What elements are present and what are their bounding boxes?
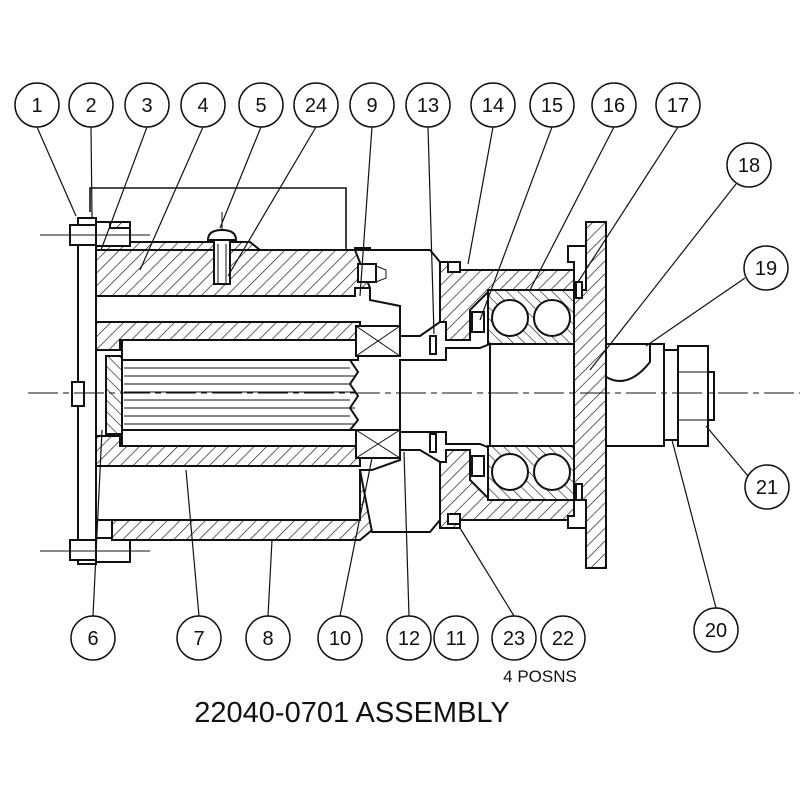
- callout-2: 2: [68, 82, 114, 128]
- callout-1: 1: [14, 82, 60, 128]
- callout-label: 21: [756, 477, 778, 499]
- callout-circle: [176, 615, 222, 661]
- callout-circle: [238, 82, 284, 128]
- callout-label: 20: [705, 620, 727, 642]
- callout-circle: [744, 464, 790, 510]
- callout-20: 20: [693, 607, 739, 653]
- callout-14: 14: [470, 82, 516, 128]
- callout-21: 21: [744, 464, 790, 510]
- callout-label: 5: [255, 95, 266, 117]
- callout-circle: [726, 142, 772, 188]
- spline-lines: [124, 367, 355, 425]
- callout-7: 7: [176, 615, 222, 661]
- callout-label: 17: [667, 95, 689, 117]
- callout-circle: [743, 245, 789, 291]
- callout-4: 4: [180, 82, 226, 128]
- callout-label: 14: [482, 95, 504, 117]
- callout-circle: [349, 82, 395, 128]
- callout-8: 8: [245, 615, 291, 661]
- callout-circle: [14, 82, 60, 128]
- callout-label: 7: [193, 628, 204, 650]
- callout-label: 10: [329, 628, 351, 650]
- pump-body: [40, 187, 715, 569]
- callout-9: 9: [349, 82, 395, 128]
- callout-11: 11: [433, 615, 479, 661]
- callout-label: 22: [552, 628, 574, 650]
- callout-23: 23: [491, 615, 537, 661]
- callout-label: 13: [417, 95, 439, 117]
- callout-circle: [317, 615, 363, 661]
- callout-13: 13: [405, 82, 451, 128]
- callout-circle: [293, 82, 339, 128]
- drawing-title: 22040-0701 ASSEMBLY: [194, 697, 509, 729]
- callout-label: 6: [87, 628, 98, 650]
- callout-label: 8: [262, 628, 273, 650]
- callout-6: 6: [70, 615, 116, 661]
- callout-circle: [68, 82, 114, 128]
- callout-label: 23: [503, 628, 525, 650]
- callout-circle: [70, 615, 116, 661]
- callout-label: 1: [31, 95, 42, 117]
- callout-17: 17: [655, 82, 701, 128]
- callout-19: 19: [743, 245, 789, 291]
- callout-3: 3: [124, 82, 170, 128]
- callout-label: 16: [603, 95, 625, 117]
- callout-22: 22: [540, 615, 586, 661]
- callout-circle: [540, 615, 586, 661]
- callout-label: 3: [141, 95, 152, 117]
- callout-18: 18: [726, 142, 772, 188]
- callout-circle: [693, 607, 739, 653]
- callout-10: 10: [317, 615, 363, 661]
- callout-circle: [386, 615, 432, 661]
- callout-circle: [655, 82, 701, 128]
- callout-label: 11: [446, 628, 467, 650]
- callout-label: 24: [305, 95, 327, 117]
- callout-label: 2: [85, 95, 96, 117]
- callout-5: 5: [238, 82, 284, 128]
- callout-circle: [529, 82, 575, 128]
- callout-circle: [180, 82, 226, 128]
- callout-label: 4: [197, 95, 208, 117]
- callout-circle: [405, 82, 451, 128]
- callout-label: 15: [541, 95, 563, 117]
- callout-label: 12: [398, 628, 420, 650]
- callout-16: 16: [591, 82, 637, 128]
- callout-label: 18: [738, 155, 760, 177]
- callout-24: 24: [293, 82, 339, 128]
- callout-label: 19: [755, 258, 777, 280]
- callout-circle: [591, 82, 637, 128]
- leader-lines: [36, 126, 749, 617]
- callout-circle: [470, 82, 516, 128]
- callout-12: 12: [386, 615, 432, 661]
- callout-circle: [124, 82, 170, 128]
- callout-circle: [245, 615, 291, 661]
- quantity-note: 4 POSNS: [503, 667, 577, 686]
- callout-15: 15: [529, 82, 575, 128]
- callout-label: 9: [366, 95, 377, 117]
- callout-circle: [433, 615, 479, 661]
- callout-circle: [491, 615, 537, 661]
